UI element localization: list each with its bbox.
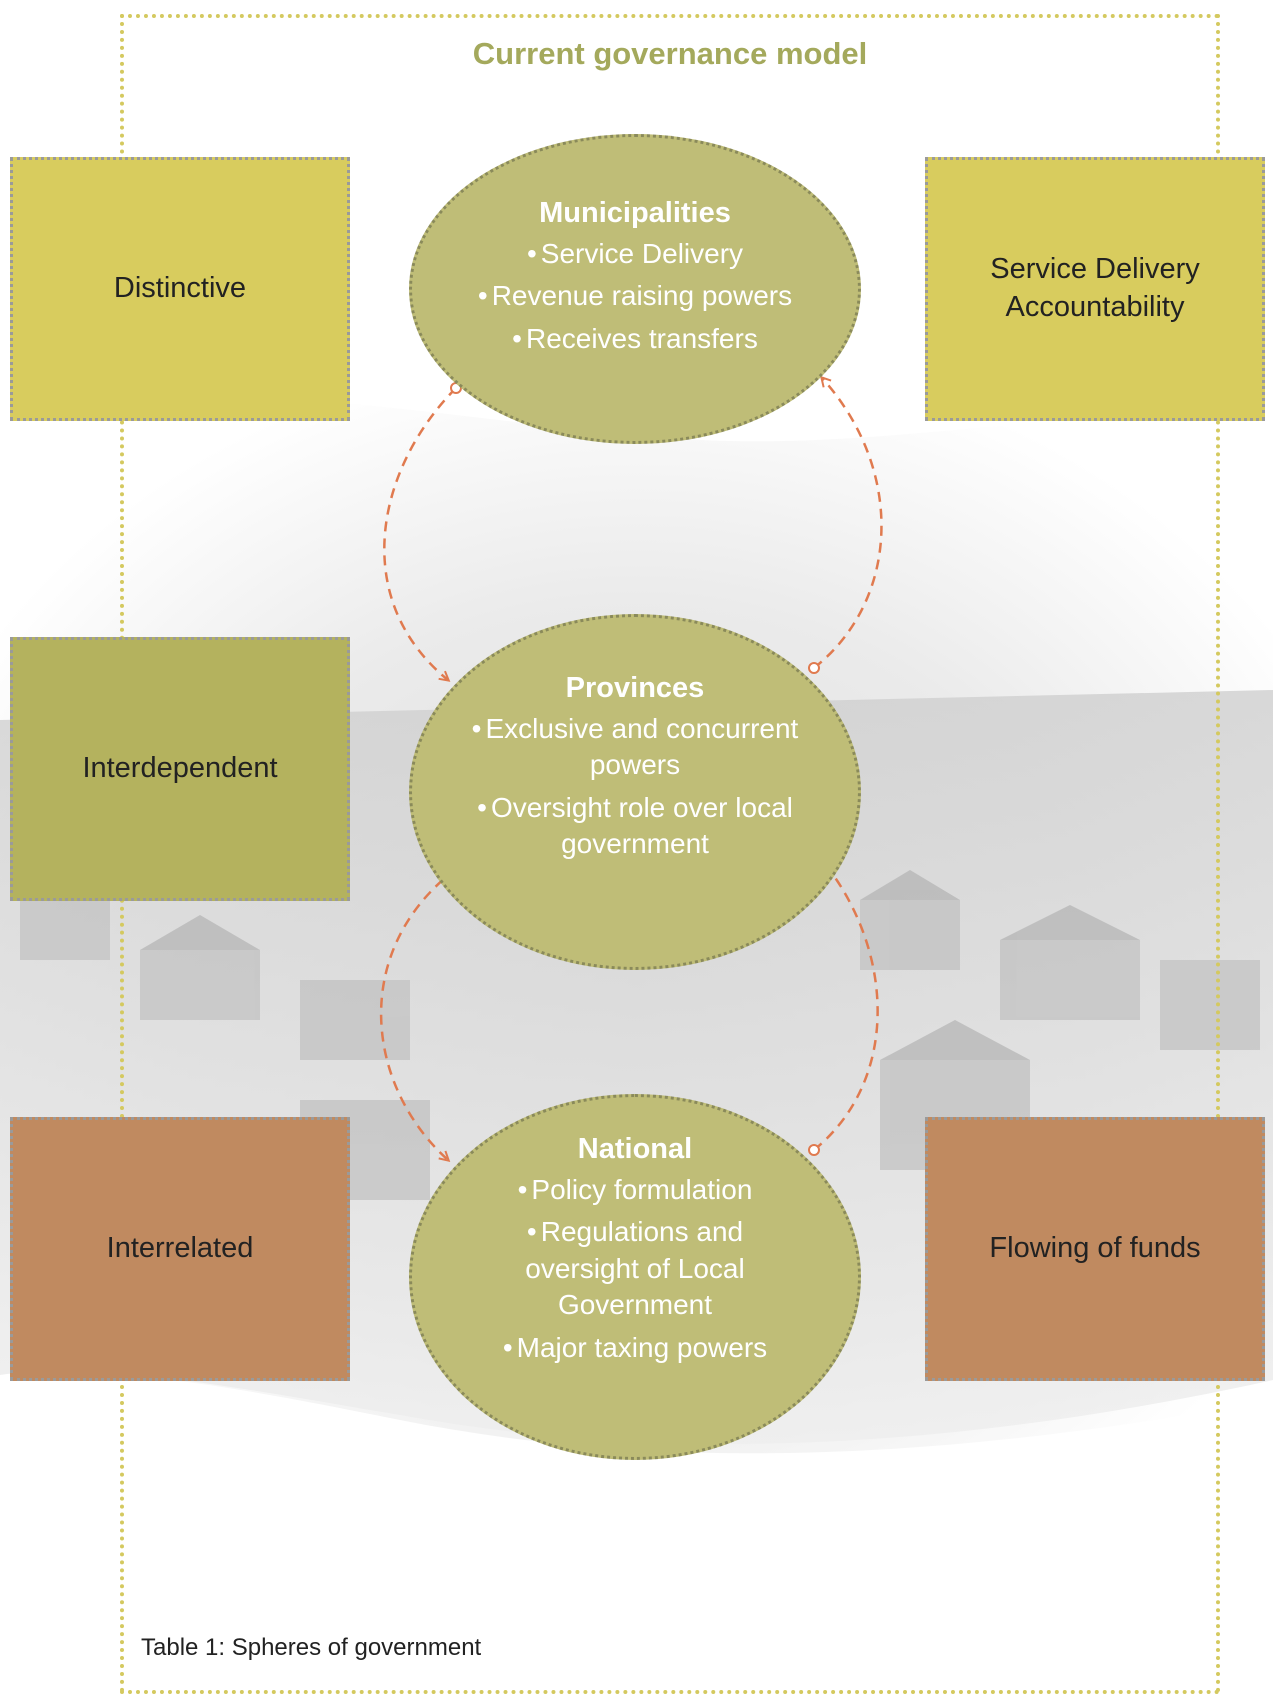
list-item: •Major taxing powers [502,1331,768,1363]
bullet-glyph: • [526,238,537,269]
bullet-glyph: • [477,791,487,823]
diagram-title: Current governance model [472,36,868,71]
oval-national-list: •Policy formulation •Regulations and ove… [412,1172,858,1366]
bullet-glyph: • [477,280,488,312]
bullet-glyph: • [512,322,522,354]
bullet-glyph: • [471,713,482,744]
list-item: •Oversight role over local government [477,791,793,860]
box-service-delivery-accountability-label: Service Delivery Accountability [990,253,1200,323]
oval-provinces: Provinces •Exclusive and concurrent powe… [409,614,861,970]
box-interrelated-label: Interrelated [106,1232,254,1265]
box-interdependent: Interdependent [10,637,350,901]
list-item: •Policy formulation [517,1174,753,1205]
box-flowing-of-funds: Flowing of funds [925,1117,1265,1381]
oval-provinces-list: •Exclusive and concurrent powers •Oversi… [412,711,858,863]
box-service-delivery-accountability: Service Delivery Accountability [925,157,1265,421]
list-item: •Revenue raising powers [477,280,793,312]
list-item: •Exclusive and concurrent powers [471,713,799,781]
arrow-provinces-to-national [379,863,462,1160]
figure-caption: Table 1: Spheres of government [141,1634,482,1661]
oval-national-heading: National [577,1133,693,1165]
box-interrelated: Interrelated [10,1117,350,1381]
oval-national: National •Policy formulation •Regulation… [409,1094,861,1460]
box-distinctive: Distinctive [10,157,350,421]
list-item: •Service Delivery [526,238,744,269]
box-flowing-of-funds-label: Flowing of funds [989,1232,1201,1265]
bullet-glyph: • [502,1331,513,1363]
list-item: •Receives transfers [512,322,758,354]
oval-municipalities-list: •Service Delivery •Revenue raising power… [412,236,858,357]
box-interdependent-label: Interdependent [82,752,278,785]
arrow-municipalities-to-provinces [383,382,462,680]
oval-municipalities: Municipalities •Service Delivery •Revenu… [409,134,861,444]
bullet-glyph: • [526,1216,537,1248]
bullet-glyph: • [517,1174,528,1205]
list-item: •Regulations and oversight of Local Gove… [525,1216,745,1321]
oval-provinces-heading: Provinces [565,672,705,704]
box-distinctive-label: Distinctive [113,272,247,305]
arrow-national-to-provinces [808,860,879,1156]
arrow-provinces-to-municipalities [808,378,883,674]
oval-municipalities-heading: Municipalities [539,197,731,229]
